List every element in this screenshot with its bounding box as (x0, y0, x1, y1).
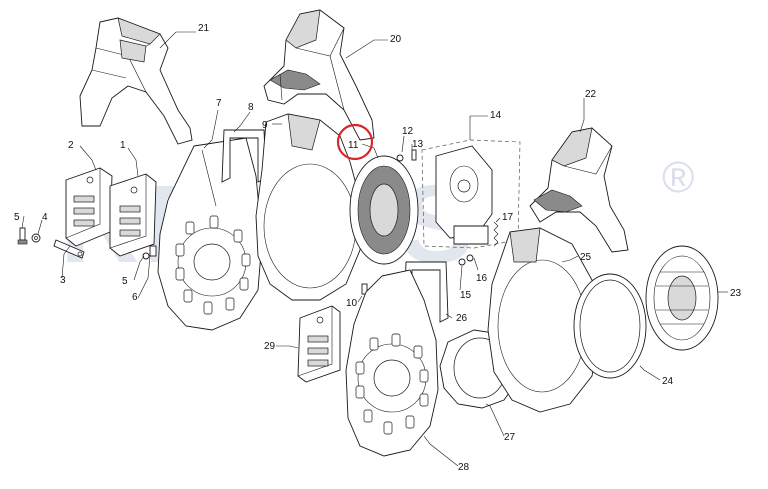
callout-27: 27 (504, 432, 516, 443)
callout-labels: 21 20 22 2 1 5 4 3 5 6 7 8 9 11 12 13 14… (14, 23, 742, 473)
callout-26: 26 (456, 313, 468, 324)
part-21-air-duct (79, 17, 193, 145)
fastener-10 (361, 283, 368, 295)
callout-2: 2 (68, 140, 74, 151)
callout-28: 28 (458, 462, 470, 473)
callout-13: 13 (412, 139, 424, 150)
part-2-bracket (65, 167, 113, 247)
callout-9: 9 (262, 120, 268, 131)
callout-14: 14 (490, 110, 502, 121)
callout-22: 22 (585, 89, 597, 100)
part-1-bracket (109, 173, 157, 257)
callout-15: 15 (460, 290, 472, 301)
callout-3: 3 (60, 275, 66, 286)
callout-20: 20 (390, 34, 402, 45)
callout-21: 21 (198, 23, 210, 34)
callout-1: 1 (120, 140, 126, 151)
callout-5-left: 5 (14, 212, 20, 223)
fastener-5-6 (142, 245, 157, 260)
watermark-registered-mark: ® (662, 153, 694, 202)
part-22-air-duct (529, 127, 629, 253)
callout-23: 23 (730, 288, 742, 299)
callout-11: 11 (348, 140, 359, 151)
leader-lines (21, 31, 728, 467)
callout-25: 25 (580, 252, 592, 263)
back-plate-cooling-slots (175, 215, 251, 315)
callout-4: 4 (42, 212, 48, 223)
part-20-air-duct (263, 9, 375, 141)
callout-8: 8 (248, 102, 254, 113)
part-3-clip (53, 239, 85, 259)
callout-16: 16 (476, 273, 488, 284)
fastener-washer-4 (31, 233, 41, 243)
part-25-fan-housing (487, 227, 601, 413)
part-9-fan-shroud (255, 113, 363, 301)
fastener-screw-5-left (17, 227, 28, 245)
fastener-15-16 (458, 254, 474, 266)
callout-12: 12 (402, 126, 414, 137)
callout-5-right: 5 (122, 276, 128, 287)
part-24-ring (573, 273, 647, 379)
front-plate-cooling-slots (355, 333, 429, 435)
part-7-back-plate (157, 137, 263, 331)
callout-7: 7 (216, 98, 222, 109)
callout-10: 10 (346, 298, 358, 309)
part-23-grille-cover (645, 245, 719, 351)
fastener-12-13 (396, 149, 417, 162)
part-28-front-plate (345, 269, 439, 457)
callout-24: 24 (662, 376, 674, 387)
callout-6: 6 (132, 292, 138, 303)
callout-29: 29 (264, 341, 276, 352)
callout-17: 17 (502, 212, 514, 223)
part-29-bracket (297, 305, 341, 383)
highlight-circle-callout-11 (336, 123, 374, 161)
part-17-spring (493, 221, 499, 247)
part-11-flywheel-screen (349, 155, 419, 265)
